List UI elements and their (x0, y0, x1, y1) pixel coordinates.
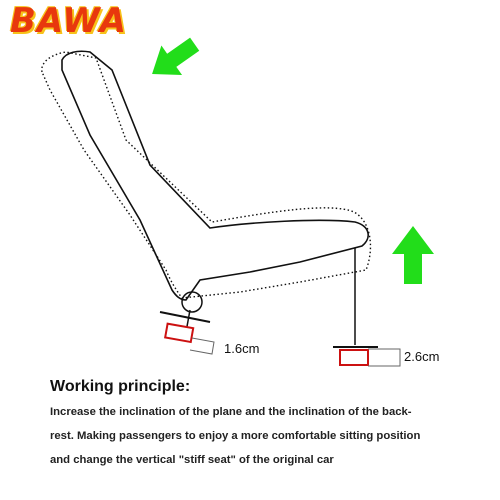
back-base-plate (159, 311, 211, 323)
principle-line-3: and change the vertical "stiff seat" of … (50, 454, 334, 466)
pivot-circle (181, 291, 203, 313)
seat-lift-arrow (392, 226, 434, 284)
seat-outline-adjusted (41, 51, 372, 299)
front-spacer (339, 349, 369, 366)
principle-line-2: rest. Making passengers to enjoy a more … (50, 430, 421, 442)
seat-outline-original (61, 50, 369, 301)
backrest-tilt-arrow (152, 37, 200, 76)
front-measure-label: 2.6cm (404, 349, 440, 364)
principle-line-1: Increase the inclination of the plane an… (50, 406, 412, 418)
back-measure-label: 1.6cm (224, 341, 260, 356)
back-spacer (164, 322, 195, 344)
front-measure-bracket (368, 348, 401, 367)
back-measure-bracket (189, 337, 215, 355)
principle-title: Working principle: (50, 378, 191, 395)
brand-logo: BAWA (10, 1, 127, 41)
